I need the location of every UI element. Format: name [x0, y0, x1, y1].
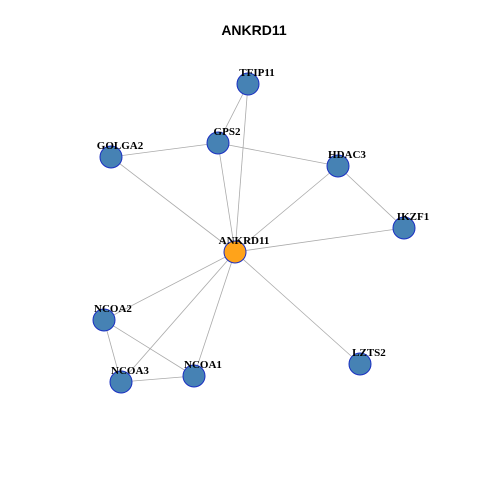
- edge-gps2-hdac3: [217, 142, 339, 167]
- edge-gps2-ankrd11: [217, 142, 236, 253]
- edge-ikzf1-ankrd11: [234, 227, 405, 253]
- edge-golga2-ankrd11: [110, 156, 236, 253]
- node-circle-golga2[interactable]: [99, 145, 123, 169]
- node-ncoa1[interactable]: NCOA1: [182, 359, 222, 388]
- edge-hdac3-ikzf1: [337, 165, 405, 229]
- node-circle-ncoa1[interactable]: [182, 364, 206, 388]
- node-label-ncoa2: NCOA2: [94, 303, 132, 315]
- node-label-hdac3: HDAC3: [328, 149, 366, 161]
- node-ankrd11[interactable]: ANKRD11: [219, 235, 270, 264]
- node-label-lzts2: LZTS2: [352, 347, 386, 359]
- node-circle-ikzf1[interactable]: [392, 216, 416, 240]
- edge-golga2-gps2: [110, 142, 219, 158]
- edge-ankrd11-lzts2: [234, 251, 361, 365]
- edge-tfip11-ankrd11: [234, 83, 249, 253]
- node-label-tfip11: TFIP11: [239, 67, 274, 79]
- node-circle-gps2[interactable]: [206, 131, 230, 155]
- edge-layer: [103, 83, 405, 383]
- node-label-ncoa3: NCOA3: [111, 365, 149, 377]
- node-circle-lzts2[interactable]: [348, 352, 372, 376]
- node-lzts2[interactable]: LZTS2: [348, 347, 386, 376]
- node-golga2[interactable]: GOLGA2: [97, 140, 144, 169]
- node-circle-tfip11[interactable]: [236, 72, 260, 96]
- node-layer: TFIP11GPS2GOLGA2HDAC3IKZF1ANKRD11NCOA2LZ…: [92, 67, 429, 394]
- node-ncoa2[interactable]: NCOA2: [92, 303, 132, 332]
- edge-hdac3-ankrd11: [234, 165, 339, 253]
- node-label-golga2: GOLGA2: [97, 140, 144, 152]
- node-label-ankrd11: ANKRD11: [219, 235, 270, 247]
- node-circle-hdac3[interactable]: [326, 154, 350, 178]
- node-ncoa3[interactable]: NCOA3: [109, 365, 149, 394]
- node-label-gps2: GPS2: [214, 126, 241, 138]
- node-label-ikzf1: IKZF1: [397, 211, 429, 223]
- graph-title: ANKRD11: [221, 22, 287, 38]
- node-circle-ankrd11[interactable]: [223, 240, 247, 264]
- node-ikzf1[interactable]: IKZF1: [392, 211, 429, 240]
- edge-ankrd11-ncoa2: [103, 251, 236, 321]
- edge-ankrd11-ncoa3: [120, 251, 236, 383]
- edge-ankrd11-ncoa1: [193, 251, 236, 377]
- node-tfip11[interactable]: TFIP11: [236, 67, 275, 96]
- node-label-ncoa1: NCOA1: [184, 359, 222, 371]
- node-circle-ncoa2[interactable]: [92, 308, 116, 332]
- edge-ncoa2-ncoa1: [103, 319, 195, 377]
- node-hdac3[interactable]: HDAC3: [326, 149, 366, 178]
- node-circle-ncoa3[interactable]: [109, 370, 133, 394]
- edge-ncoa3-ncoa1: [120, 375, 195, 383]
- node-gps2[interactable]: GPS2: [206, 126, 241, 155]
